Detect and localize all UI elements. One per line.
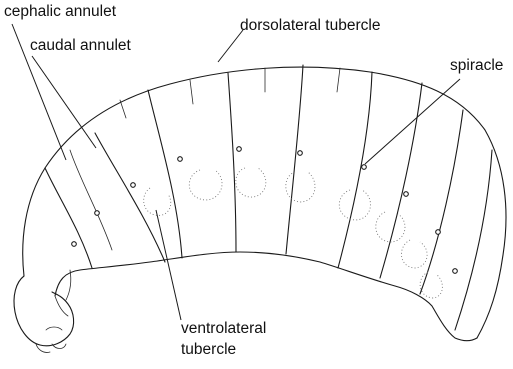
spiracle-10 [453, 269, 458, 274]
spiracle-6 [298, 151, 303, 156]
label-dorsolateral-tubercle: dorsolateral tubercle [240, 17, 380, 34]
leader-spiracle [365, 79, 460, 164]
label-ventrolateral-tubercle-line2: tubercle [181, 341, 236, 358]
label-spiracle: spiracle [450, 57, 503, 74]
spiracle-8 [404, 192, 409, 197]
spiracle-5 [237, 147, 242, 152]
leader-dorsolateral-tubercle [218, 30, 243, 62]
label-caudal-annulet: caudal annulet [30, 37, 131, 54]
spiracle-4 [178, 157, 183, 162]
spiracle-7 [362, 165, 367, 170]
spiracle-3 [131, 183, 136, 188]
leader-ventrolateral-tubercle [156, 210, 181, 320]
larva-dorsal-outline [23, 67, 506, 338]
segment-lines [45, 65, 492, 330]
larva-legs [55, 270, 71, 316]
spiracles [72, 147, 458, 274]
spiracle-2 [95, 211, 100, 216]
spiracle-1 [72, 242, 77, 247]
label-ventrolateral-tubercle-line1: ventrolateral [181, 320, 266, 337]
larva-head [14, 276, 74, 346]
label-cephalic-annulet: cephalic annulet [4, 3, 116, 20]
larva-mouthparts [36, 327, 66, 353]
spiracle-9 [436, 230, 441, 235]
leader-caudal-annulet [32, 56, 96, 148]
leader-lines [12, 24, 460, 320]
